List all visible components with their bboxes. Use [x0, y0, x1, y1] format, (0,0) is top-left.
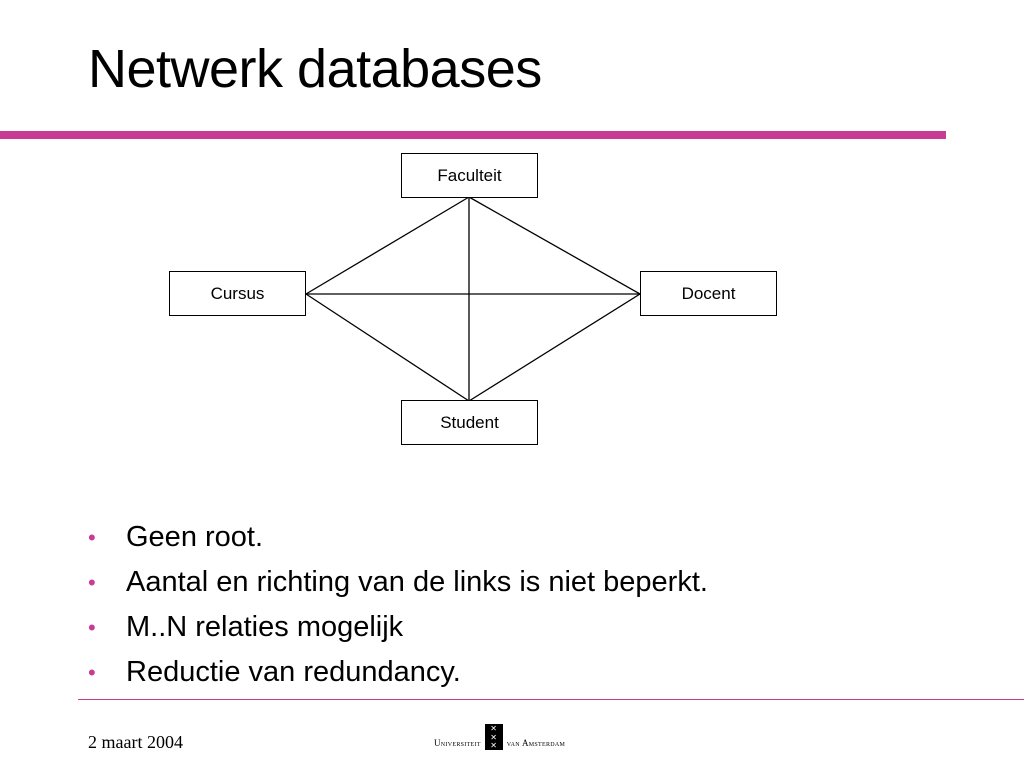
node-docent-label: Docent: [681, 283, 736, 303]
cross-icon: ✕: [490, 732, 498, 742]
link-faculteit-cursus: [305, 196, 470, 295]
bullet-text: M..N relaties mogelijk: [126, 611, 404, 643]
bullet-item: • Geen root.: [88, 515, 708, 560]
node-faculteit: Faculteit: [401, 153, 538, 198]
node-faculteit-label: Faculteit: [437, 165, 502, 185]
amsterdam-crosses-icon: ✕ ✕ ✕: [484, 724, 503, 750]
bullet-item: • Aantal en richting van de links is nie…: [88, 560, 708, 605]
bullet-list: • Geen root. • Aantal en richting van de…: [88, 515, 708, 695]
logo-text-left: Universiteit: [434, 738, 481, 748]
bullet-item: • M..N relaties mogelijk: [88, 605, 708, 650]
bullet-text: Geen root.: [126, 521, 264, 553]
bullet-text: Reductie van redundancy.: [126, 656, 461, 688]
link-faculteit-docent: [468, 196, 641, 295]
link-cursus-student: [305, 293, 470, 402]
bullet-icon: •: [88, 615, 96, 640]
link-docent-student: [468, 293, 641, 402]
node-cursus-label: Cursus: [210, 283, 265, 303]
node-student: Student: [401, 400, 538, 445]
footer-date: 2 maart 2004: [88, 732, 183, 752]
bullet-icon: •: [88, 570, 96, 595]
footer-divider: [78, 699, 1024, 700]
node-student-label: Student: [440, 412, 499, 432]
slide-title: Netwerk databases: [88, 39, 542, 99]
cross-icon: ✕: [490, 740, 498, 750]
node-docent: Docent: [640, 271, 777, 316]
bullet-icon: •: [88, 525, 96, 550]
title-divider: [0, 131, 946, 139]
university-logo: Universiteit ✕ ✕ ✕ van Amsterdam: [434, 722, 565, 750]
bullet-text: Aantal en richting van de links is niet …: [126, 566, 708, 598]
bullet-icon: •: [88, 660, 96, 685]
bullet-item: • Reductie van redundancy.: [88, 650, 708, 695]
cross-icon: ✕: [490, 724, 498, 734]
logo-text-right: van Amsterdam: [506, 738, 566, 748]
node-cursus: Cursus: [169, 271, 306, 316]
